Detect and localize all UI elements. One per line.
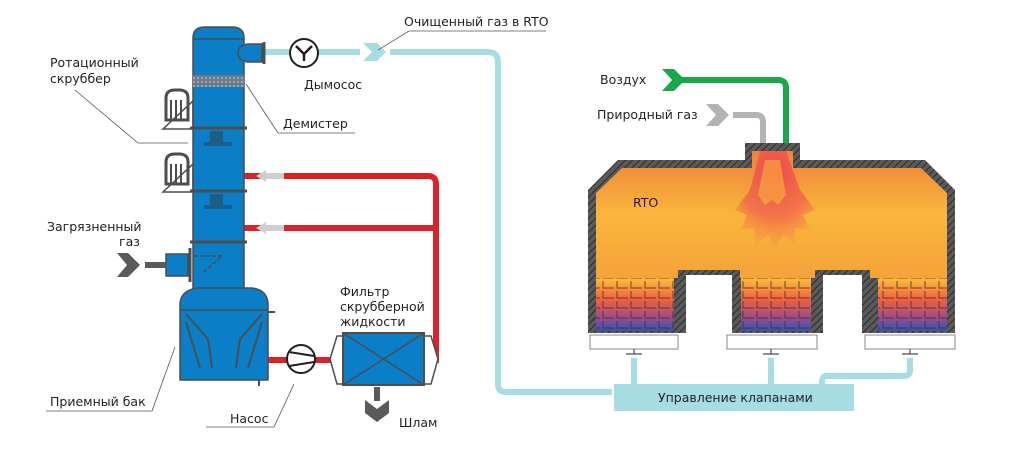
label-air: Воздух	[600, 72, 646, 87]
receiving-tank	[179, 287, 269, 381]
clean-gas-arrow-icon	[363, 43, 386, 61]
label-demister: Демистер	[283, 116, 348, 131]
polluted-gas-arrow-icon	[117, 253, 140, 277]
label-pump: Насос	[230, 411, 269, 426]
air-arrow-icon	[662, 69, 685, 91]
label-polluted-gas-1: Загрязненный	[47, 219, 142, 234]
label-filter-1: Фильтр	[340, 284, 390, 299]
motor-icon	[161, 88, 194, 130]
label-valve-control: Управление клапанами	[658, 390, 813, 405]
rotary-scrubber	[117, 26, 275, 386]
flow-arrow-icon	[262, 173, 284, 179]
label-exhaust-fan: Дымосос	[304, 77, 362, 92]
label-sludge: Шлам	[399, 415, 437, 430]
pump-icon	[286, 344, 316, 374]
leader-lines	[46, 30, 546, 428]
label-rto: RTO	[633, 195, 658, 210]
scrubber-filter	[329, 332, 439, 422]
sludge-arrow-icon	[365, 400, 389, 422]
valve-lines	[631, 358, 913, 386]
valve-control-box	[614, 384, 854, 411]
rto-unit	[588, 143, 956, 355]
motor-icon	[161, 152, 194, 193]
natural-gas-arrow-icon	[706, 104, 729, 126]
label-rotary-scrubber-1: Ротационный	[50, 55, 139, 70]
label-rotary-scrubber-2: скруббер	[50, 71, 111, 86]
label-filter-2: скрубберной	[340, 299, 425, 314]
demister-mesh	[193, 75, 244, 87]
natural-gas-pipe	[706, 104, 766, 144]
air-pipe	[662, 69, 789, 144]
label-polluted-gas-2: газ	[119, 234, 140, 249]
flow-arrow-icon	[262, 225, 284, 231]
exhaust-fan-icon	[289, 38, 319, 68]
label-cleaned-gas: Очищенный газ в RTO	[404, 14, 549, 29]
label-receiving-tank: Приемный бак	[50, 394, 146, 409]
label-filter-3: жидкости	[340, 314, 406, 329]
label-natural-gas: Природный газ	[597, 107, 698, 122]
